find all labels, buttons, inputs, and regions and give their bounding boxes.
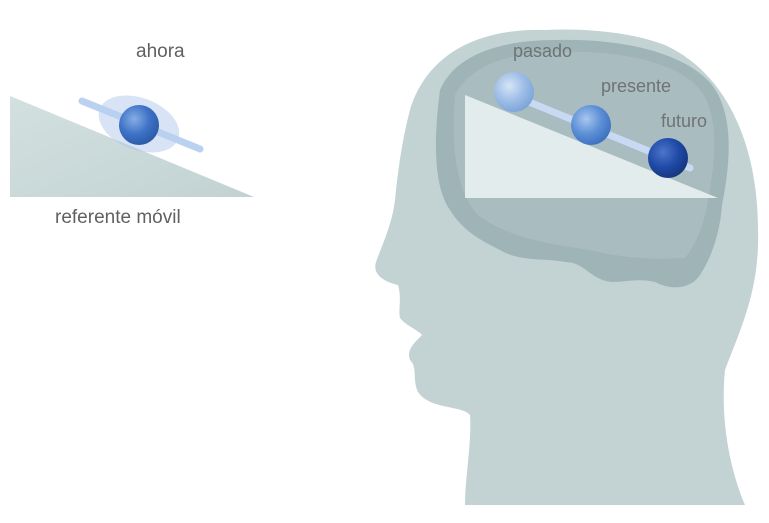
label-future: futuro xyxy=(661,111,707,132)
label-present: presente xyxy=(601,76,671,97)
label-moving-reference: referente móvil xyxy=(55,207,181,229)
ball-now-icon xyxy=(119,105,159,145)
ball-future-icon xyxy=(648,138,688,178)
ball-present-icon xyxy=(571,105,611,145)
label-now: ahora xyxy=(136,41,185,63)
ball-past-icon xyxy=(494,72,534,112)
label-past: pasado xyxy=(513,41,572,62)
